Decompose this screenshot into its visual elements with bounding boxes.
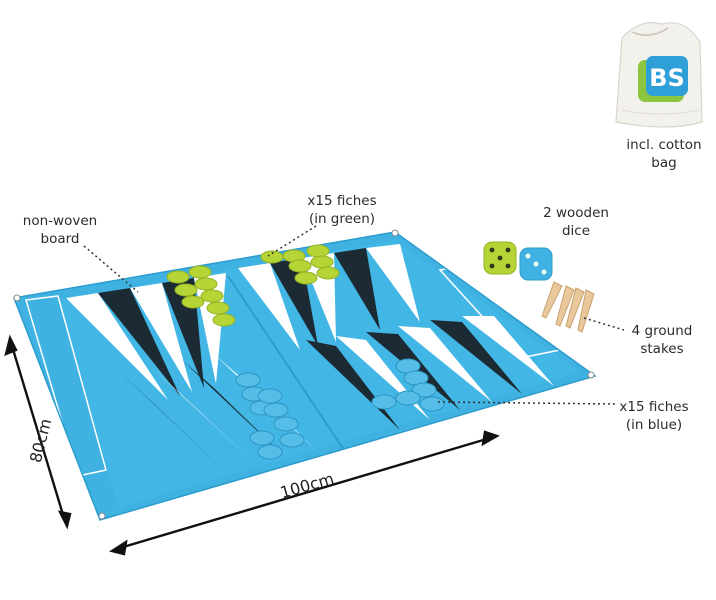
- stakes-label: 4 ground stakes: [631, 323, 693, 357]
- bs-logo: BS: [638, 56, 688, 102]
- ground-stake-icon: [541, 281, 595, 333]
- board-label: non-woven board: [22, 213, 98, 247]
- dimension-arrows: [4, 334, 500, 556]
- green-fiches-label: x15 fiches (in green): [307, 193, 377, 227]
- leader-lines: [83, 225, 625, 405]
- bag-label: incl. cotton bag: [626, 137, 702, 171]
- cotton-bag-icon: BS: [615, 22, 703, 128]
- blue-fiches: [235, 358, 445, 460]
- logo-text: BS: [649, 64, 685, 92]
- blue-fiches-label: x15 fiches (in blue): [619, 399, 689, 433]
- green-fiches: [166, 244, 340, 327]
- blue-dice-icon: [519, 247, 553, 281]
- green-dice-icon: [483, 241, 517, 275]
- dice-label: 2 wooden dice: [543, 205, 609, 239]
